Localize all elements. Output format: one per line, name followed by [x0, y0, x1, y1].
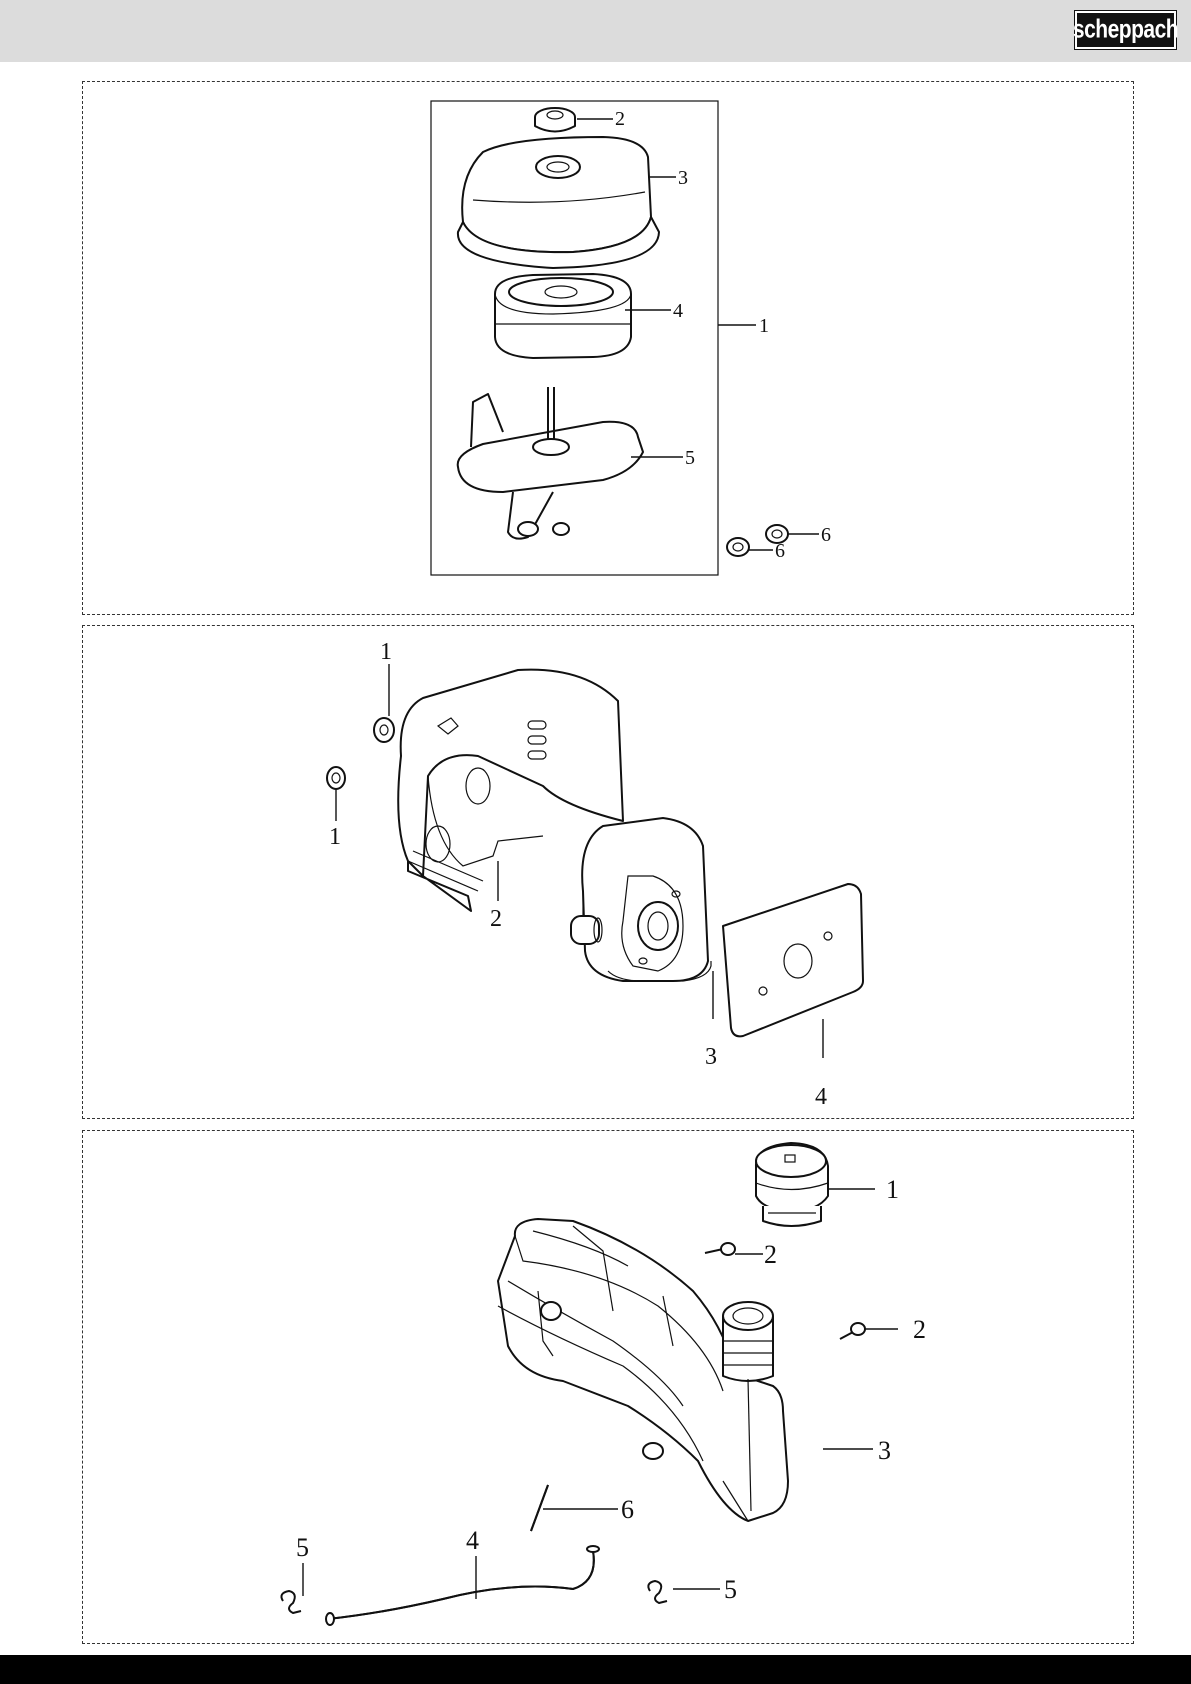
fuel-hose-part: [326, 1546, 599, 1625]
callout-6: 6: [775, 540, 785, 562]
callout-1: 1: [759, 315, 769, 337]
air-filter-panel: 2 3 4 1 5 6 6: [82, 81, 1134, 615]
header-bar: [0, 0, 1191, 62]
muffler-diagram: 1 1 2 3 4: [83, 626, 1135, 1120]
callout-4: 4: [815, 1084, 827, 1110]
gasket-part: [723, 884, 863, 1036]
callout-6: 6: [621, 1495, 634, 1524]
callout-2: 2: [490, 906, 502, 932]
callout-1: 1: [329, 824, 341, 850]
callout-6: 6: [821, 524, 831, 546]
fuel-tank-diagram: 1 2 2 3 4 5 5 6: [83, 1131, 1135, 1645]
fuel-tank-body-part: [498, 1219, 788, 1521]
hose-clip-part: [281, 1581, 667, 1613]
callout-1: 1: [380, 639, 392, 665]
callout-3: 3: [705, 1044, 717, 1070]
air-filter-diagram: 2 3 4 1 5 6 6: [83, 82, 1135, 616]
nut-part: [327, 718, 394, 789]
fuel-tank-panel: 1 2 2 3 4 5 5 6: [82, 1130, 1134, 1644]
brand-logo: scheppach: [1075, 11, 1176, 49]
filter-element-part: [495, 274, 631, 358]
filter-base-part: [458, 387, 643, 539]
callout-2: 2: [764, 1240, 777, 1269]
fuel-cap-part: [756, 1143, 828, 1226]
callout-2: 2: [913, 1315, 926, 1344]
callout-2: 2: [615, 108, 625, 130]
filter-cover-part: [458, 137, 659, 268]
muffler-panel: 1 1 2 3 4: [82, 625, 1134, 1119]
callout-5: 5: [685, 447, 695, 469]
callout-5: 5: [724, 1575, 737, 1604]
callout-3: 3: [878, 1436, 891, 1465]
brand-logo-text: scheppach: [1073, 15, 1178, 45]
pipe-part: [531, 1485, 548, 1531]
callout-4: 4: [466, 1526, 479, 1555]
callout-4: 4: [673, 300, 683, 322]
wing-nut-part: [535, 108, 575, 132]
callout-3: 3: [678, 167, 688, 189]
muffler-body-part: [571, 818, 711, 981]
callout-5: 5: [296, 1533, 309, 1562]
footer-bar: [0, 1655, 1191, 1684]
callout-1: 1: [886, 1175, 899, 1204]
